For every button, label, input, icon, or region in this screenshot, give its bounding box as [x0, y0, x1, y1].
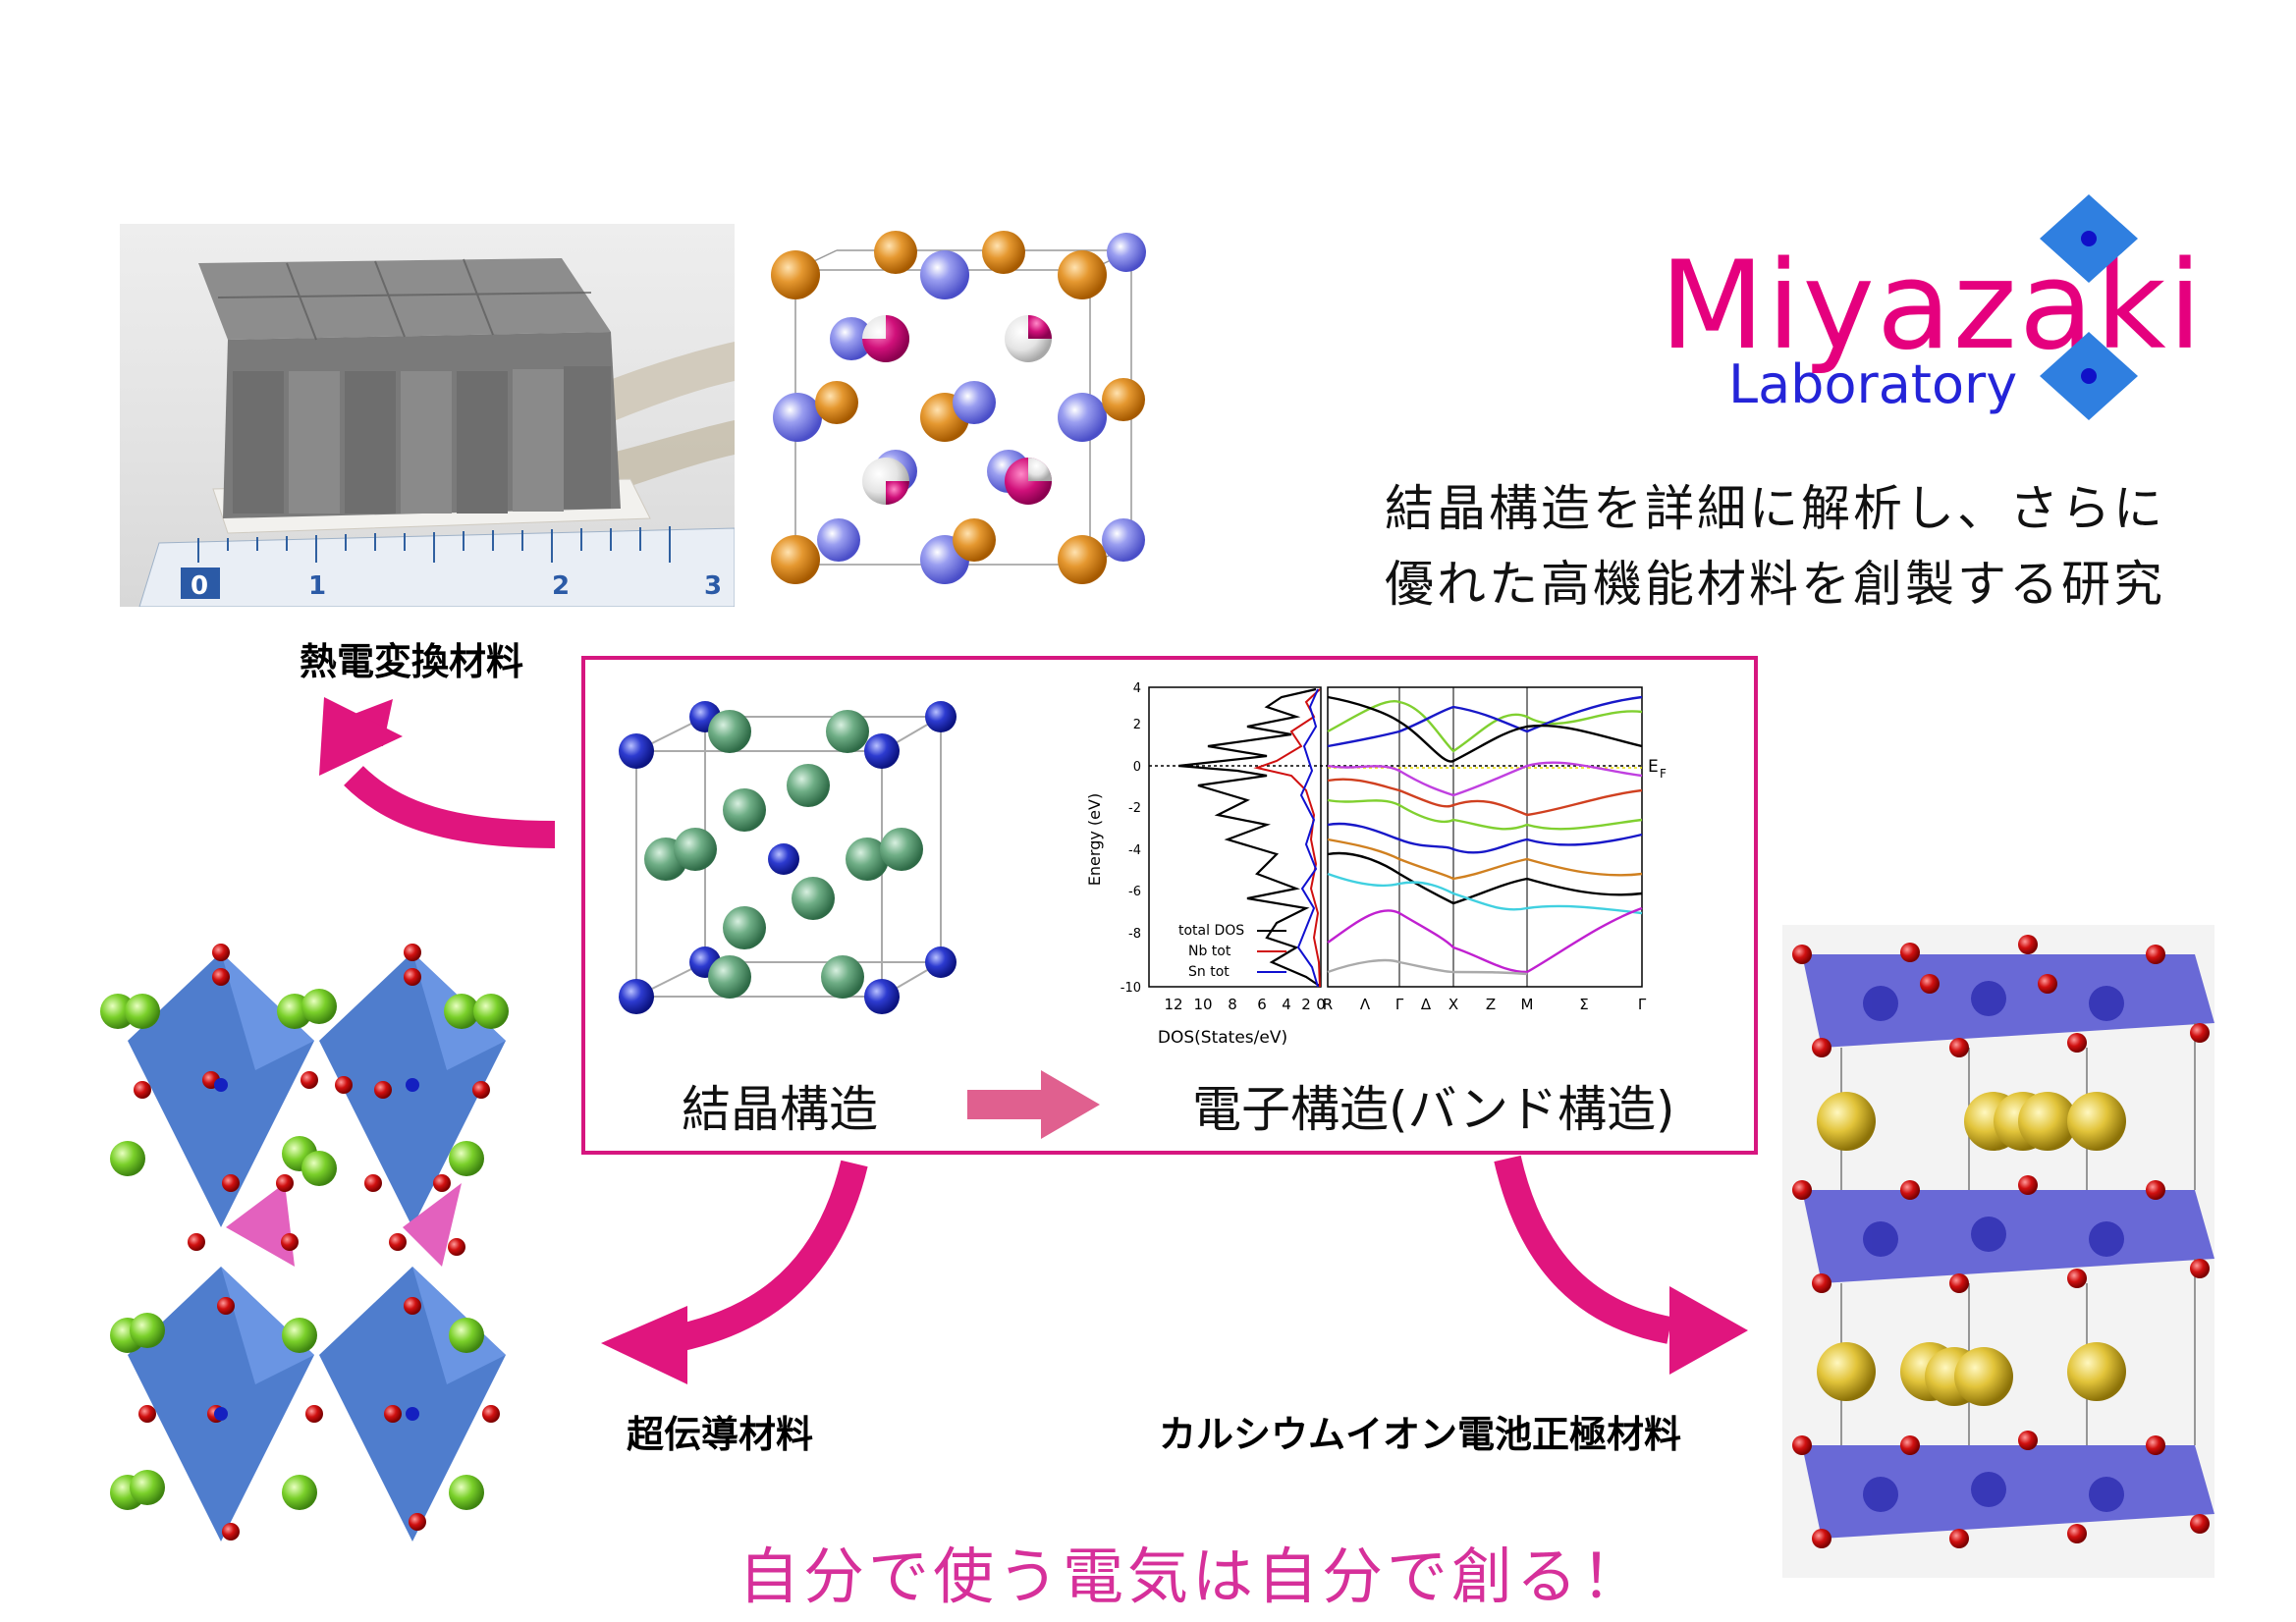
arrow-to-thermoelectric: [344, 765, 556, 848]
slogan: 自分で使う電気は自分で創る！: [738, 1541, 1647, 1612]
ytick-0: 0: [1133, 760, 1141, 775]
xtick-12: 12: [1164, 996, 1182, 1013]
arrow-to-superconductor: [665, 1160, 868, 1354]
arrowhead-calcium-battery: [1669, 1286, 1748, 1375]
band-frame: [1327, 686, 1643, 988]
dos-xlabel: DOS(States/eV): [1158, 1028, 1287, 1048]
atoms: [771, 231, 1146, 584]
logo-subtitle: Laboratory: [1728, 353, 2018, 415]
ruler-tick-0: 0: [191, 571, 208, 601]
label-crystal-structure: 結晶構造: [682, 1081, 878, 1138]
kpoint-M: M: [1521, 996, 1534, 1013]
block-columns: [233, 366, 611, 514]
yellow-atoms: [1817, 1092, 2126, 1406]
ytick-m10: -10: [1121, 981, 1141, 996]
xtick-6: 6: [1257, 996, 1267, 1013]
crystal-atoms: [619, 701, 957, 1014]
fermi-label-sub: F: [1660, 767, 1667, 781]
dos-nb-curve: [1253, 688, 1321, 988]
ruler-tick-3: 3: [704, 571, 722, 601]
kpoint-gamma-2: Γ: [1638, 996, 1647, 1013]
dos-frame: [1148, 686, 1322, 988]
kpoint-gamma-1: Γ: [1395, 996, 1404, 1013]
dos-sn-curve: [1296, 688, 1319, 988]
polyhedra-layers: [1802, 954, 2214, 1539]
kpoint-lambda: Λ: [1360, 996, 1371, 1013]
ytick-m4: -4: [1128, 843, 1141, 858]
kpoint-delta: Δ: [1421, 996, 1432, 1013]
kpoint-R: R: [1323, 996, 1333, 1013]
arrow-right-icon: [967, 1070, 1100, 1139]
arrowhead-superconductor: [601, 1306, 687, 1384]
dos-total-curve: [1177, 687, 1322, 988]
arrowhead-thermoelectric: [319, 697, 403, 776]
kpoint-Z: Z: [1486, 996, 1496, 1013]
headline-line-1: 結晶構造を詳細に解析し、さらに: [1385, 480, 2165, 537]
green-atoms: [100, 989, 509, 1510]
calcium-battery-structure: [1792, 935, 2214, 1548]
legend-nb-tot: Nb tot: [1188, 944, 1231, 959]
red-oxygen-atoms: [1792, 935, 2210, 1548]
kpoint-sigma: Σ: [1579, 996, 1588, 1013]
ruler-ticks: [197, 526, 671, 563]
legend-sn-tot: Sn tot: [1188, 964, 1230, 980]
ytick-m6: -6: [1128, 885, 1141, 899]
band-curves: [1327, 695, 1643, 976]
kpoint-X: X: [1449, 996, 1458, 1013]
label-thermoelectric: 熱電変換材料: [300, 640, 524, 683]
thermoelectric-module-photo: 0 1 2 3: [120, 224, 735, 607]
ytick-m8: -8: [1128, 927, 1141, 942]
ytick-4: 4: [1133, 681, 1141, 696]
label-superconductor: 超伝導材料: [627, 1413, 814, 1456]
legend-total-dos: total DOS: [1178, 923, 1244, 939]
label-calcium-battery: カルシウムイオン電池正極材料: [1159, 1413, 1682, 1456]
dos-band-plot: 4 2 0 -2 -4 -6 -8 -10 Energy (eV) 12 10 …: [1085, 681, 1667, 1048]
crystal-structure-diagram: [619, 701, 957, 1014]
xtick-2: 2: [1301, 996, 1311, 1013]
thermoelectric-crystal-structure: [771, 231, 1146, 584]
xtick-8: 8: [1228, 996, 1237, 1013]
ruler-tick-2: 2: [552, 571, 570, 601]
label-electronic-structure: 電子構造(バンド構造): [1192, 1081, 1675, 1138]
ytick-m2: -2: [1128, 801, 1141, 816]
headline-line-2: 優れた高機能材料を創製する研究: [1385, 556, 2165, 613]
dos-ylabel: Energy (eV): [1085, 793, 1104, 886]
superconductor-structure: [100, 944, 509, 1541]
logo-diamond-icon: [2040, 194, 2138, 420]
thermoelectric-module-illustration: 0 1 2 3: [138, 258, 735, 607]
fermi-label: E: [1648, 757, 1659, 777]
ytick-2: 2: [1133, 718, 1141, 732]
xtick-0: 0: [1316, 996, 1326, 1013]
ruler-tick-1: 1: [308, 571, 326, 601]
xtick-10: 10: [1193, 996, 1212, 1013]
arrow-to-calcium-battery: [1494, 1155, 1672, 1344]
xtick-4: 4: [1282, 996, 1291, 1013]
